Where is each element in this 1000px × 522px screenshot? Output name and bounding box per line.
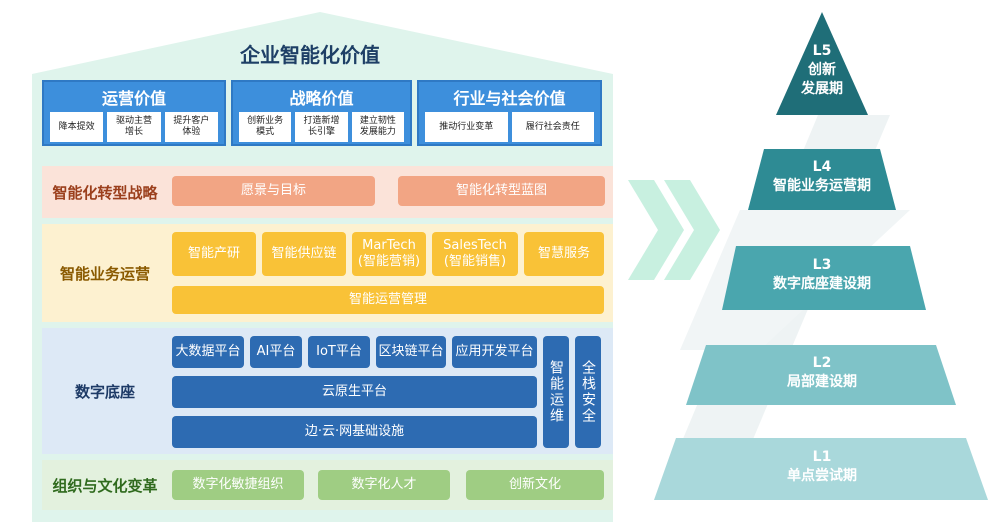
- pyramid-level-2-text: L2 局部建设期: [752, 354, 892, 392]
- pyramid-level-1-text: L1 单点尝试期: [752, 448, 892, 486]
- pyramid-level-2: [686, 345, 956, 405]
- pyramid-level-1: [654, 438, 988, 500]
- operations-item: 智能产研: [172, 232, 256, 276]
- org-label: 组织与文化变革: [52, 476, 158, 495]
- value-title: 运营价值: [101, 89, 166, 108]
- level-code: L3: [812, 257, 832, 273]
- level-code: L1: [812, 449, 832, 465]
- operations-band: 智能业务运营 智能产研 智能供应链 MarTech (智能营销) SalesTe…: [42, 224, 613, 322]
- value-item: 降本提效: [50, 112, 104, 142]
- level-name: 数字底座建设期: [773, 276, 871, 292]
- platform-item: IoT平台: [308, 336, 370, 368]
- pyramid-level-3-text: L3 数字底座建设期: [752, 256, 892, 294]
- house-title: 企业智能化价值: [240, 42, 380, 67]
- level-code: L5: [812, 43, 832, 59]
- value-item: 打造新增 长引擎: [295, 112, 348, 142]
- side-item-security: 全栈安全: [575, 336, 601, 448]
- pyramid-level-3: [722, 246, 926, 310]
- value-item: 履行社会责任: [511, 112, 594, 142]
- level-name: 局部建设期: [787, 374, 857, 390]
- chevron-right-icon: [664, 180, 720, 280]
- level-name: 单点尝试期: [787, 468, 857, 484]
- operations-label: 智能业务运营: [59, 264, 150, 283]
- infrastructure: 边·云·网基础设施: [172, 416, 537, 448]
- level-code: L4: [812, 159, 832, 175]
- arrow-chevrons: [628, 180, 720, 280]
- chevron-right-icon: [628, 180, 684, 280]
- strategy-item: 智能化转型蓝图: [398, 176, 605, 206]
- digital-base-label: 数字底座: [74, 382, 135, 401]
- operations-item: 智能供应链: [262, 232, 346, 276]
- value-item: 驱动主营 增长: [107, 112, 161, 142]
- platform-item: 区块链平台: [376, 336, 446, 368]
- value-item: 推动行业变革: [425, 112, 508, 142]
- value-item: 创新业务 模式: [239, 112, 292, 142]
- pyramid-level-5-text: L5 创新 发展期: [782, 42, 862, 99]
- level-name: 创新 发展期: [801, 62, 843, 97]
- side-item-ops: 智能运维: [543, 336, 569, 448]
- value-item: 建立韧性 发展能力: [351, 112, 404, 142]
- platform-item: 应用开发平台: [452, 336, 537, 368]
- operations-item: SalesTech (智能销售): [432, 232, 518, 276]
- org-item: 数字化人才: [318, 470, 450, 500]
- operations-bottom: 智能运营管理: [172, 286, 604, 314]
- pyramid-level-4-text: L4 智能业务运营期: [752, 158, 892, 196]
- org-band: 组织与文化变革 数字化敏捷组织 数字化人才 创新文化: [42, 460, 613, 510]
- maturity-pyramid: [654, 12, 988, 500]
- value-title: 战略价值: [289, 89, 354, 108]
- value-item: 提升客户 体验: [164, 112, 218, 142]
- strategy-label: 智能化转型战略: [52, 183, 158, 202]
- value-title: 行业与社会价值: [453, 89, 566, 108]
- value-box-strategy: 战略价值 创新业务 模式 打造新增 长引擎 建立韧性 发展能力: [231, 80, 412, 146]
- value-box-operations: 运营价值 降本提效 驱动主营 增长 提升客户 体验: [42, 80, 226, 146]
- pyramid-level-4: [748, 149, 896, 210]
- pyramid-level-5: [776, 12, 868, 115]
- strategy-item: 愿景与目标: [172, 176, 375, 206]
- platform-item: AI平台: [250, 336, 302, 368]
- level-code: L2: [812, 355, 832, 371]
- operations-item: 智慧服务: [524, 232, 604, 276]
- value-box-society: 行业与社会价值 推动行业变革 履行社会责任: [417, 80, 602, 146]
- operations-item: MarTech (智能营销): [352, 232, 426, 276]
- org-item: 创新文化: [466, 470, 604, 500]
- org-item: 数字化敏捷组织: [172, 470, 304, 500]
- platform-item: 大数据平台: [172, 336, 244, 368]
- cloud-native-platform: 云原生平台: [172, 376, 537, 408]
- level-name: 智能业务运营期: [773, 178, 871, 194]
- digital-base-band: 数字底座 大数据平台 AI平台 IoT平台 区块链平台 应用开发平台 云原生平台…: [42, 328, 613, 454]
- strategy-band: 智能化转型战略 愿景与目标 智能化转型蓝图: [42, 166, 613, 218]
